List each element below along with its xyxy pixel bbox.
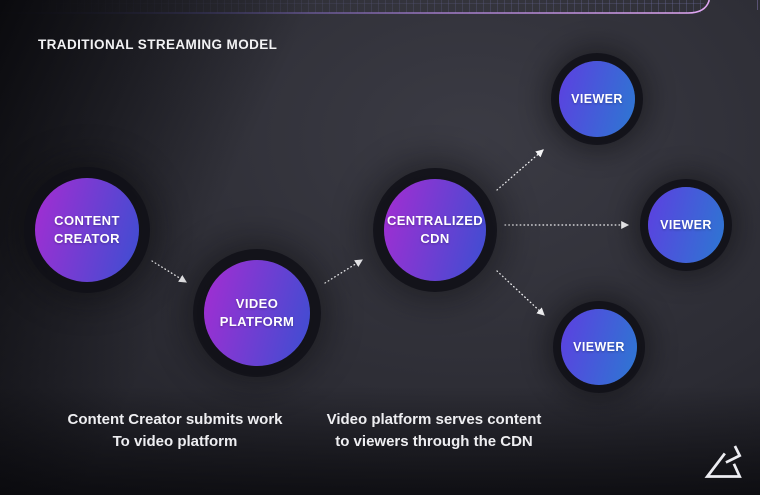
node-video-platform-label: VIDEO PLATFORM xyxy=(219,296,295,329)
arrow-creator-to-platform xyxy=(151,260,187,283)
top-grid-decoration xyxy=(0,0,758,14)
node-content-creator: CONTENT CREATOR xyxy=(35,178,139,282)
node-content-creator-label: CONTENT CREATOR xyxy=(54,213,120,246)
arrow-platform-to-cdn xyxy=(324,259,363,284)
grid-texture xyxy=(0,0,704,13)
caption-platform-serves: Video platform serves content to viewers… xyxy=(326,411,542,450)
node-viewer-top-label: VIEWER xyxy=(571,91,623,106)
node-video-platform: VIDEO PLATFORM xyxy=(204,260,310,366)
node-centralized-cdn-label: CENTRALIZED CDN xyxy=(386,213,484,246)
arrow-cdn-to-viewer-bottom xyxy=(496,270,545,316)
caption-creator-submits: Content Creator submits work To video pl… xyxy=(67,411,283,450)
node-viewer-bottom: VIEWER xyxy=(561,309,637,385)
node-viewer-middle-label: VIEWER xyxy=(660,217,712,232)
brand-logo-triangle-icon xyxy=(704,445,742,478)
node-viewer-bottom-label: VIEWER xyxy=(573,339,625,354)
node-viewer-middle: VIEWER xyxy=(648,187,724,263)
arrow-cdn-to-viewer-top xyxy=(496,149,544,191)
node-viewer-top: VIEWER xyxy=(559,61,635,137)
page-title: TRADITIONAL STREAMING MODEL xyxy=(38,37,278,52)
node-centralized-cdn: CENTRALIZED CDN xyxy=(384,179,486,281)
